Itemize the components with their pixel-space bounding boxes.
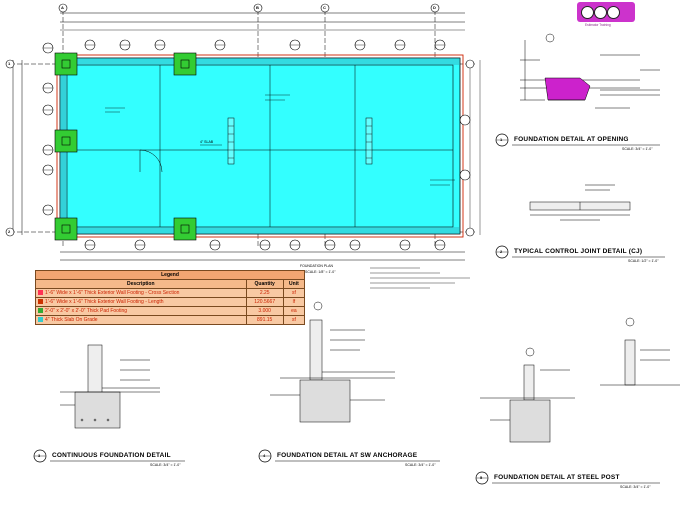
legend-unit: lf <box>282 297 306 307</box>
detail-sw-anchorage <box>270 301 395 423</box>
grid-label-c: C <box>323 5 326 10</box>
legend-description-cell: 2'-0" x 2'-0" x 2'-0" Thick Pad Footing <box>35 306 247 316</box>
detail-number-sw-anchorage: 4 <box>263 453 266 458</box>
detail-steel-post <box>480 317 680 443</box>
legend-description: 1'-6" Wide x 1'-6" Thick Exterior Wall F… <box>45 299 164 305</box>
legend-row[interactable]: 2'-0" x 2'-0" x 2'-0" Thick Pad Footing … <box>35 306 306 316</box>
legend-description: 1'-6" Wide x 1'-6" Thick Exterior Wall F… <box>45 290 180 296</box>
pad-footing <box>54 52 78 76</box>
foundation-plan <box>10 10 481 261</box>
logo-circle-icon <box>581 6 594 19</box>
title-continuous-foundation-detail: CONTINUOUS FOUNDATION DETAIL <box>52 452 171 459</box>
legend-quantity: 3.000 <box>245 306 284 316</box>
legend-unit: ea <box>282 306 306 316</box>
pad-footing <box>54 217 78 241</box>
detail-control-joint <box>529 184 631 221</box>
legend-quantity: 120.5667 <box>245 297 284 307</box>
slab-note: 4" SLAB <box>200 140 214 144</box>
scale-sw-anchorage: SCALE: 3/4" = 1'-0" <box>405 463 436 467</box>
legend-row[interactable]: 1'-6" Wide x 1'-6" Thick Exterior Wall F… <box>35 297 306 307</box>
legend-swatch-icon <box>38 290 43 296</box>
detail-continuous-foundation <box>60 344 160 429</box>
legend-quantity: 891.15 <box>245 315 284 325</box>
title-foundation-detail-at-steel-post: FOUNDATION DETAIL AT STEEL POST <box>494 474 620 481</box>
detail-number-continuous: 3 <box>38 453 41 458</box>
slab-on-grade-area <box>60 58 460 234</box>
grid-bubbles <box>5 3 475 237</box>
legend-row[interactable]: 4" Thick Slab On Grade 891.15 sf <box>35 315 306 325</box>
plan-title: FOUNDATION PLAN <box>300 264 333 268</box>
scale-control-joint: SCALE: 1/2" = 1'-0" <box>628 259 659 263</box>
legend-header-description: Description <box>35 279 247 289</box>
legend-swatch-icon <box>38 308 43 314</box>
legend-unit: sf <box>282 288 306 298</box>
grid-label-1: 1 <box>8 61 11 66</box>
detail-number-control-joint: 2 <box>500 249 503 254</box>
legend-row[interactable]: 1'-6" Wide x 1'-6" Thick Exterior Wall F… <box>35 288 306 298</box>
logo-circle-icon <box>594 6 607 19</box>
legend-description: 4" Thick Slab On Grade <box>45 317 98 323</box>
title-foundation-detail-at-opening: FOUNDATION DETAIL AT OPENING <box>514 136 629 143</box>
title-foundation-detail-at-sw-anchorage: FOUNDATION DETAIL AT SW ANCHORAGE <box>277 452 418 459</box>
legend-table: Legend Description Quantity Unit 1'-6" W… <box>35 270 306 325</box>
legend-swatch-icon <box>38 299 43 305</box>
legend-header-quantity: Quantity <box>245 279 284 289</box>
grid-label-2: 2 <box>8 229 11 234</box>
legend-unit: sf <box>282 315 306 325</box>
logo-circle-icon <box>607 6 620 19</box>
legend-description-cell: 1'-6" Wide x 1'-6" Thick Exterior Wall F… <box>35 288 247 298</box>
detail-number-opening: 1 <box>500 137 503 142</box>
pad-footing <box>54 129 78 153</box>
scale-steel-post: SCALE: 3/4" = 1'-0" <box>620 485 651 489</box>
detail-number-steel-post: 5 <box>480 475 483 480</box>
legend-title: Legend <box>35 270 305 280</box>
legend-swatch-icon <box>38 317 43 323</box>
grid-label-b: B <box>256 5 259 10</box>
detail-foundation-at-opening <box>520 33 660 109</box>
pad-footing <box>173 217 197 241</box>
scale-continuous: SCALE: 3/4" = 1'-0" <box>150 463 181 467</box>
grid-label-a: A <box>61 5 64 10</box>
plan-scale: SCALE: 1/8" = 1'-0" <box>305 270 336 274</box>
legend-description-cell: 1'-6" Wide x 1'-6" Thick Exterior Wall F… <box>35 297 247 307</box>
logo-caption: Estimator Training <box>585 23 611 27</box>
legend-header-unit: Unit <box>282 279 306 289</box>
pad-footing <box>173 52 197 76</box>
legend-quantity: 2.25 <box>245 288 284 298</box>
company-logo <box>577 2 635 22</box>
grid-label-d: D <box>433 5 436 10</box>
title-typical-control-joint-detail: TYPICAL CONTROL JOINT DETAIL (CJ) <box>514 248 643 255</box>
scale-opening: SCALE: 3/4" = 1'-0" <box>622 147 653 151</box>
legend-description: 2'-0" x 2'-0" x 2'-0" Thick Pad Footing <box>45 308 128 314</box>
legend-description-cell: 4" Thick Slab On Grade <box>35 315 247 325</box>
general-notes <box>370 267 470 289</box>
